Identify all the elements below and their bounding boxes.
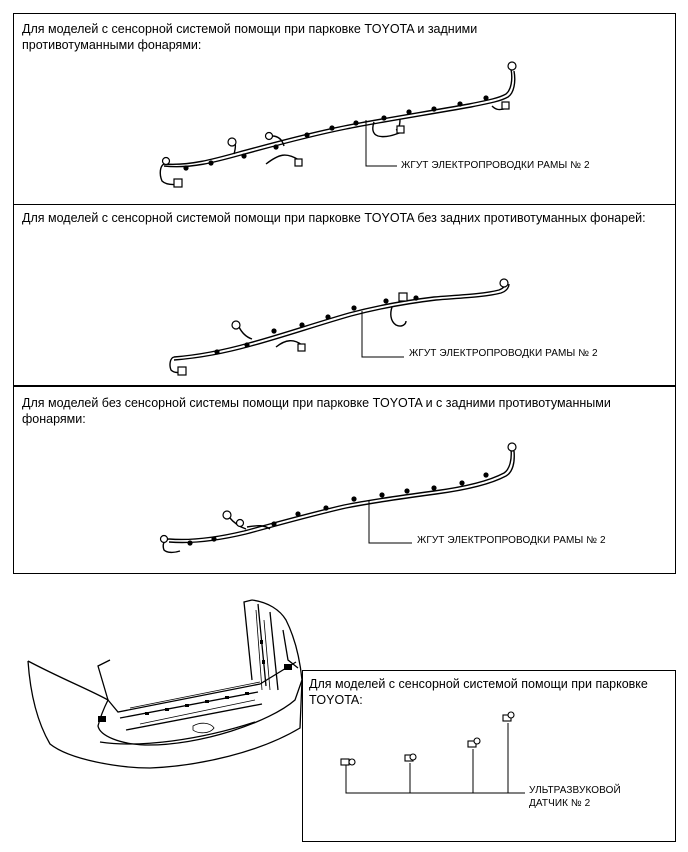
panel-caption: Для моделей с сенсорной системой помощи … (22, 22, 478, 52)
callout-frame-wire-harness-2: ЖГУТ ЭЛЕКТРОПРОВОДКИ РАМЫ № 2 (401, 160, 590, 171)
callout-ultrasonic-sensor-line2: ДАТЧИК № 2 (529, 798, 591, 809)
callout-frame-wire-harness-2: ЖГУТ ЭЛЕКТРОПРОВОДКИ РАМЫ № 2 (417, 535, 606, 546)
panel-harness-with-sensor-and-fog: Для моделей с сенсорной системой помощи … (13, 13, 676, 208)
callout-frame-wire-harness-2: ЖГУТ ЭЛЕКТРОПРОВОДКИ РАМЫ № 2 (409, 348, 598, 359)
callout-ultrasonic-sensor-line1: УЛЬТРАЗВУКОВОЙ (529, 785, 621, 796)
sensor-drawing (340, 711, 525, 794)
wire-harness-drawing (169, 278, 510, 376)
panel-caption: Для моделей с сенсорной системой помощи … (309, 677, 648, 707)
panel-harness-with-sensor-no-fog: Для моделей с сенсорной системой помощи … (13, 204, 676, 386)
wire-harness-drawing (159, 61, 517, 188)
panel-ultrasonic-sensors: Для моделей с сенсорной системой помощи … (302, 670, 676, 842)
panel-harness-no-sensor-with-fog: Для моделей без сенсорной системы помощи… (13, 386, 676, 574)
panel-caption: Для моделей без сенсорной системы помощи… (22, 396, 611, 426)
panel-caption: Для моделей с сенсорной системой помощи … (22, 211, 646, 225)
wire-harness-drawing (159, 442, 517, 554)
